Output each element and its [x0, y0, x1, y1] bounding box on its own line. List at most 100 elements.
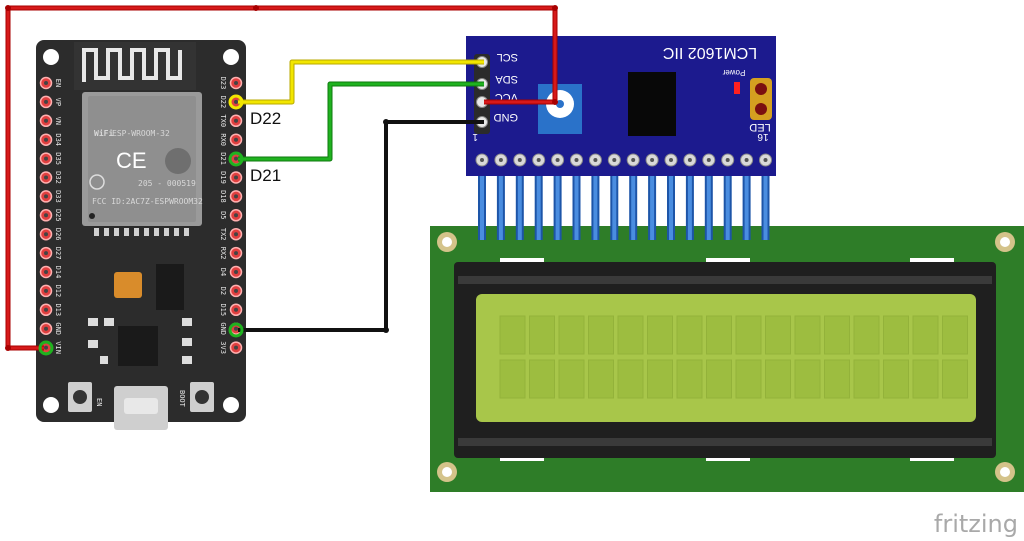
wires: [5, 5, 558, 356]
i2c-header: [474, 54, 490, 134]
wire-gnd: [238, 120, 484, 332]
pin-last-label: 16: [757, 131, 769, 142]
i2c-pin-label: SCL: [497, 51, 518, 63]
lcd-cell: [617, 315, 644, 355]
lcd-cell: [765, 359, 791, 399]
lcd-header-wires: [478, 176, 770, 240]
lcd-cell: [499, 315, 526, 355]
fritzing-watermark: fritzing: [934, 510, 1018, 538]
lcd-cell: [558, 359, 585, 399]
lcd-cell: [853, 359, 880, 399]
module-name: ESP-WROOM-32: [112, 129, 170, 138]
cert-number: 205 - 000519: [138, 179, 196, 188]
espressif-logo-icon: [165, 148, 191, 174]
esp32-pin-label: D15: [219, 303, 227, 316]
module-title: LCM1602 IIC: [663, 44, 757, 61]
lcd-screen: [476, 294, 976, 422]
lcd-cell: [676, 315, 703, 355]
esp32-pin-label: D2: [219, 287, 227, 295]
lcd-cell: [499, 359, 526, 399]
i2c-pin-label: SDA: [495, 73, 518, 85]
i2c-pin-label: GND: [494, 111, 519, 123]
lcd-cell: [706, 315, 732, 355]
esp32-pin-label: D22: [219, 96, 227, 109]
usb-uart-chip: [118, 326, 158, 366]
esp32-left-header: ENVPVND34D35D32D33D25D26D27D14D12D13GNDV…: [39, 76, 62, 354]
lcd-cell: [588, 315, 614, 355]
esp32-pin-label: VIN: [54, 341, 62, 354]
lcd-cell: [824, 359, 850, 399]
esp32-pin-label: D19: [219, 171, 227, 184]
mount-hole: [43, 397, 59, 413]
lcd-cell: [647, 359, 673, 399]
lcd-1602: [430, 226, 1024, 492]
esp32-right-header: D23D22TX0RX0D21D19D18D5TX2RX2D4D2D15GND3…: [219, 77, 243, 354]
esp32-pin-label: D4: [219, 268, 227, 276]
esp32-pin-label: VP: [54, 98, 62, 106]
esp32-pin-label: D34: [54, 133, 62, 146]
lcd-cell: [529, 315, 555, 355]
esp32-pin-label: D25: [54, 209, 62, 222]
recycle-icon: [89, 174, 105, 190]
lcd-cell: [735, 315, 762, 355]
esp32-pin-label: D35: [54, 152, 62, 165]
lcd-cell: [942, 359, 968, 399]
boot-label: BOOT: [178, 390, 186, 408]
module-pcb: [466, 36, 776, 176]
lcd-cell: [942, 315, 968, 355]
lcd-cell: [912, 359, 939, 399]
mount-hole: [223, 397, 239, 413]
lcd-cell: [706, 359, 732, 399]
esp32-pin-label: D23: [219, 77, 227, 90]
esp32-pin-label: D21: [219, 152, 227, 165]
esp32-pin-label: D26: [54, 228, 62, 241]
lcd-cell: [735, 359, 762, 399]
mount-hole: [43, 49, 59, 65]
wifi-logo: WiFi: [94, 128, 113, 138]
lcd-cell: [529, 359, 555, 399]
esp32-pin-label: D18: [219, 190, 227, 203]
label-d21: D21: [250, 166, 281, 185]
lcd-cell: [794, 315, 821, 355]
led-label: LED: [749, 121, 770, 133]
antenna-trace: [82, 48, 182, 82]
esp32-pin-label: RX0: [219, 133, 227, 146]
esp32-board: ESP-WROOM-32 WiFi CE 205 - 000519 FCC ID…: [36, 40, 246, 430]
fcc-id: FCC ID:2AC7Z-ESPWROOM32: [92, 197, 203, 206]
lcd-cell: [558, 315, 585, 355]
lcd-cell: [912, 315, 939, 355]
lcd-cell: [853, 315, 880, 355]
en-label: EN: [95, 398, 103, 406]
pcf8574-chip: [628, 72, 676, 136]
power-label: Power: [722, 68, 745, 77]
lcd-cell: [588, 359, 614, 399]
lcd-cell: [617, 359, 644, 399]
lcd-cell: [647, 315, 673, 355]
lcd-cell: [794, 359, 821, 399]
label-d22: D22: [250, 109, 281, 128]
esp32-pin-label: D27: [54, 247, 62, 260]
capacitor: [114, 272, 142, 298]
pin-first-label: 1: [472, 131, 478, 142]
lcd-cell: [883, 315, 909, 355]
esp32-pin-label: D5: [219, 211, 227, 219]
lcd-character-grid: [499, 315, 968, 399]
mount-hole: [223, 49, 239, 65]
esp32-pin-label: GND: [54, 322, 62, 335]
esp32-pin-label: D32: [54, 171, 62, 184]
lcd-cell: [883, 359, 909, 399]
esp32-pin-label: TX2: [219, 228, 227, 241]
lcd-cell: [824, 315, 850, 355]
esp32-pin-label: D33: [54, 190, 62, 203]
lcd-cell: [765, 315, 791, 355]
ce-mark: CE: [116, 148, 147, 173]
regulator: [156, 264, 184, 310]
esp32-pin-label: TX0: [219, 114, 227, 127]
esp32-pin-label: D12: [54, 285, 62, 298]
esp32-pin-label: EN: [54, 79, 62, 87]
esp32-pin-label: D13: [54, 303, 62, 316]
power-led: [734, 82, 740, 94]
esp32-pin-label: RX2: [219, 247, 227, 260]
